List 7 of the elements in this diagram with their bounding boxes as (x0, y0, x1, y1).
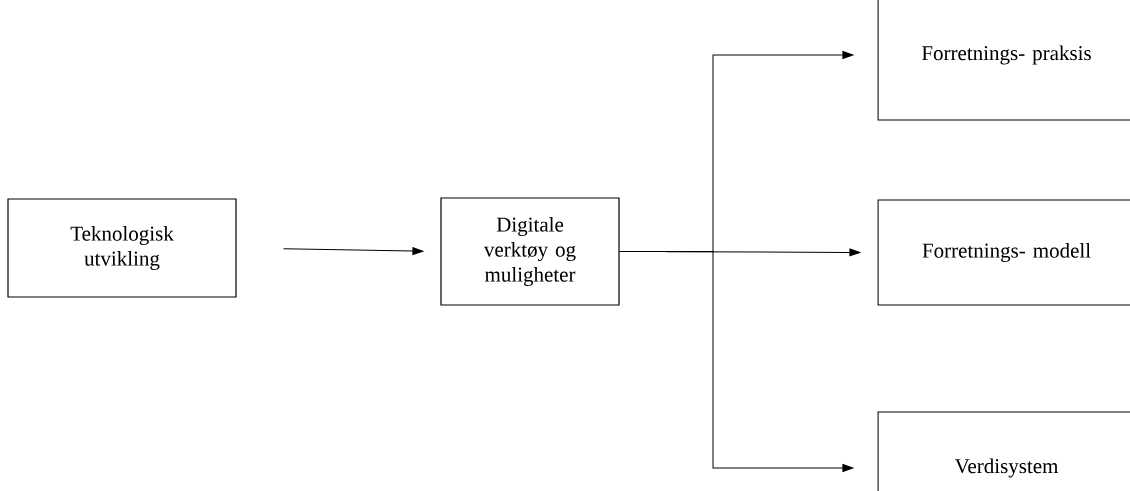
process-box: Digitale verktøy og muligheter (440, 197, 620, 306)
process-box: Verdisystem (877, 411, 1130, 491)
arrow (619, 251, 854, 472)
process-box: Forretnings- praksis (877, 0, 1130, 121)
process-box: Teknologisk utvikling (7, 198, 237, 298)
arrow (283, 247, 424, 255)
process-box: Forretnings- modell (877, 199, 1130, 306)
